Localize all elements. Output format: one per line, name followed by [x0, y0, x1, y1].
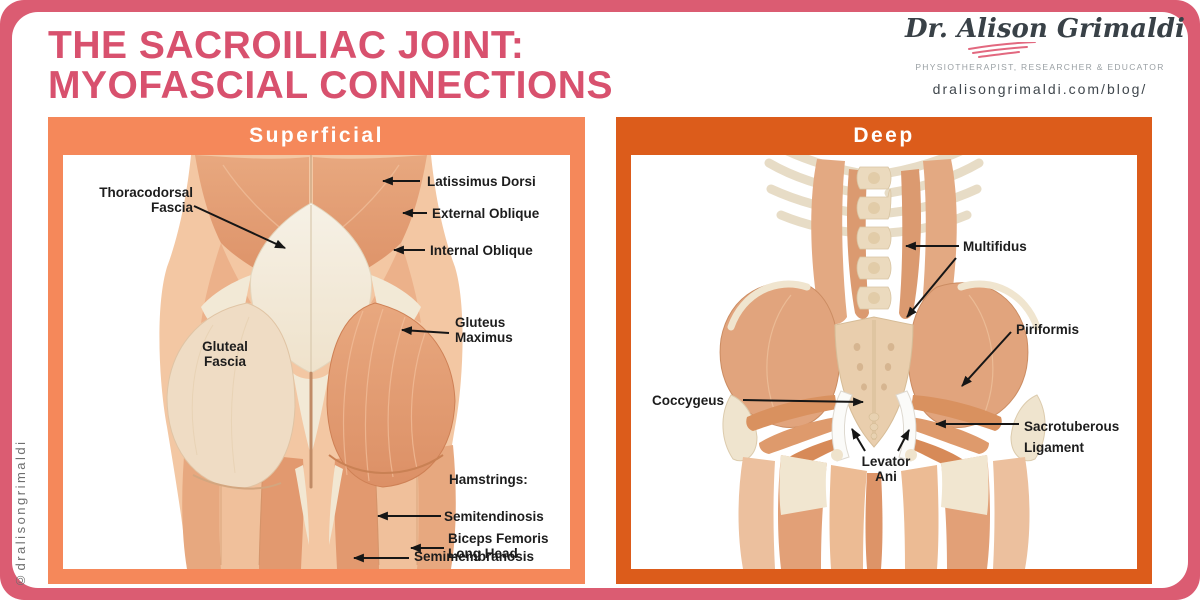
label-internal-oblique: Internal Oblique	[430, 243, 533, 258]
label-sacrotuberous-ligament: Sacrotuberous Ligament	[1024, 419, 1120, 455]
brand-signature: Dr. Alison Grimaldi	[905, 14, 1185, 44]
label-piriformis: Piriformis	[1016, 322, 1080, 337]
page-title: THE SACROILIAC JOINT: MYOFASCIAL CONNECT…	[48, 26, 613, 106]
deep-anatomy-illustration	[719, 155, 1046, 569]
label-semimembranosis: Semimembranosis	[414, 549, 535, 564]
panel-deep: Deep	[616, 117, 1152, 584]
label-gluteal-fascia: Gluteal Fascia	[202, 339, 248, 369]
deep-arrows	[742, 241, 1019, 452]
superficial-arrows	[193, 176, 450, 563]
brand-tagline: PHYSIOTHERAPIST, RESEARCHER & EDUCATOR	[915, 62, 1165, 72]
label-levator-ani: Levator Ani	[861, 454, 911, 484]
arrow-thoracodorsal	[193, 205, 286, 249]
label-coccygeus: Coccygeus	[652, 393, 725, 408]
label-multifidus: Multifidus	[963, 239, 1027, 254]
superficial-anatomy-illustration	[159, 155, 463, 569]
brand-swoosh-row	[905, 41, 1175, 58]
label-latissimus-dorsi: Latissimus Dorsi	[427, 174, 536, 189]
arrow-coccygeus	[742, 397, 865, 407]
copyright-watermark: ©dralisongrimaldi	[13, 439, 28, 588]
panel-deep-body: Multifidus Piriformis Coccygeus Sacrotub…	[631, 155, 1137, 569]
arrow-gluteus-maximus	[400, 326, 450, 336]
brand-website: dralisongrimaldi.com/blog/	[932, 81, 1148, 97]
title-line-1: THE SACROILIAC JOINT:	[48, 24, 525, 67]
panel-superficial-body: Thoracodorsal Fascia Latissimus Dorsi Ex…	[63, 155, 570, 569]
label-thoracodorsal-fascia: Thoracodorsal Fascia	[99, 185, 193, 215]
gluteus-maximus-shape	[326, 302, 456, 488]
panel-superficial-title: Superficial	[249, 124, 384, 147]
brand-block: Dr. Alison Grimaldi PHYSIOTHERAPIST, RES…	[905, 14, 1185, 97]
label-hamstrings-heading: Hamstrings:	[449, 472, 528, 487]
sacrotuberous-ligament-shape	[831, 390, 917, 462]
coccyx	[868, 412, 880, 440]
label-external-oblique: External Oblique	[432, 206, 540, 221]
gluteal-fascia-shape	[166, 302, 296, 490]
label-biceps-femoris-long-head: Biceps Femoris Long Head	[448, 531, 549, 561]
iliac-gluteus-medius	[719, 280, 1041, 428]
swoosh-icon	[968, 41, 1036, 58]
panel-superficial: Superficial	[48, 117, 585, 584]
femur-trochanter	[722, 394, 1046, 462]
panel-deep-title: Deep	[853, 124, 915, 147]
arrow-piriformis	[961, 331, 1012, 387]
arrow-levator-ani-left	[851, 428, 866, 452]
title-line-2: MYOFASCIAL CONNECTIONS	[48, 64, 613, 107]
arrow-levator-ani-right	[897, 429, 910, 452]
hamstring-adductor-bundles	[738, 449, 1030, 569]
label-gluteus-maximus: Gluteus Maximus	[455, 315, 513, 345]
arrow-multifidus-lower	[906, 257, 957, 318]
erector-spinae	[811, 159, 957, 325]
lumbar-spine	[856, 166, 892, 310]
label-semitendinosis: Semitendinosis	[444, 509, 544, 524]
